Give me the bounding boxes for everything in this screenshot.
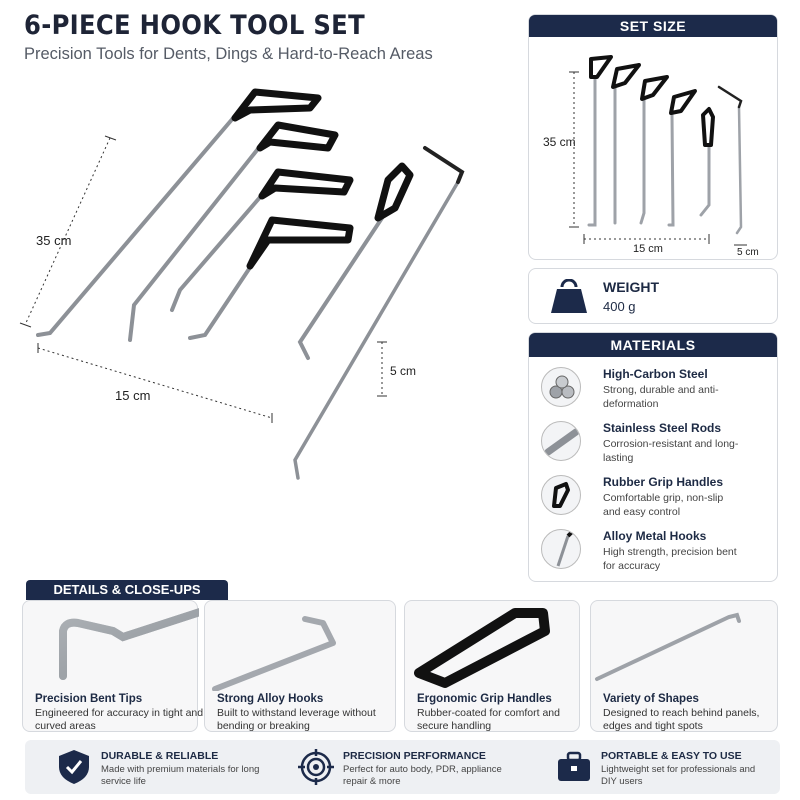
footer-item-title: DURABLE & RELIABLE: [101, 750, 219, 762]
detail-title: Precision Bent Tips: [35, 693, 143, 705]
detail-card-alloy-hooks: Strong Alloy Hooks Built to withstand le…: [204, 600, 396, 732]
feature-footer: DURABLE & RELIABLE Made with premium mat…: [25, 740, 780, 794]
detail-title: Ergonomic Grip Handles: [417, 693, 552, 705]
width-dimension-label: 15 cm: [115, 388, 151, 403]
material-desc: Strong, durable and anti-deformation: [603, 384, 719, 410]
detail-title: Variety of Shapes: [603, 693, 699, 705]
alloy-hook-closeup: [212, 616, 336, 691]
footer-item-desc: Perfect for auto body, PDR, appliance re…: [343, 764, 502, 787]
weight-icon: [551, 279, 587, 313]
tip-dimension-label: 5 cm: [390, 364, 417, 378]
detail-card-bent-tips: Precision Bent Tips Engineered for accur…: [22, 600, 203, 732]
set-size-heading: SET SIZE: [529, 15, 777, 37]
tool-5: [297, 162, 414, 360]
shapes-closeup: [595, 612, 741, 681]
set-size-tip-label: 5 cm: [737, 247, 759, 258]
bent-tip-closeup: [59, 608, 199, 680]
materials-heading: MATERIALS: [529, 333, 777, 357]
detail-card-shapes: Variety of Shapes Designed to reach behi…: [590, 600, 778, 732]
footer-item: PRECISION PERFORMANCE Perfect for auto b…: [297, 746, 527, 790]
detail-card-grip-handles: Ergonomic Grip Handles Rubber-coated for…: [404, 600, 580, 732]
tool-1: [36, 88, 322, 337]
toolbox-icon: [558, 751, 590, 781]
main-tool-illustration: [10, 80, 510, 500]
shield-check-icon: [59, 750, 89, 784]
materials-panel: MATERIALS High-Carbon Steel Strong, dura…: [528, 332, 778, 582]
hook-tools-drawing: [19, 88, 465, 480]
alloy-hook-icon: [541, 529, 581, 569]
material-item: Stainless Steel Rods Corrosion-resistant…: [541, 421, 791, 469]
material-desc: High strength, precision bent for accura…: [603, 546, 737, 572]
target-icon: [298, 749, 334, 785]
tool-2: [128, 121, 339, 342]
weight-value: 400 g: [603, 299, 636, 314]
footer-item-title: PORTABLE & EASY TO USE: [601, 750, 742, 762]
footer-item: PORTABLE & EASY TO USE Lightweight set f…: [555, 746, 775, 790]
detail-title: Strong Alloy Hooks: [217, 693, 324, 705]
tool-3: [170, 168, 354, 312]
material-item: High-Carbon Steel Strong, durable and an…: [541, 367, 791, 415]
details-heading: DETAILS & CLOSE-UPS: [26, 580, 228, 600]
material-item: Alloy Metal Hooks High strength, precisi…: [541, 529, 791, 577]
material-name: High-Carbon Steel: [603, 367, 708, 381]
tool-6: [293, 146, 465, 480]
footer-item-desc: Made with premium materials for long ser…: [101, 764, 260, 787]
detail-desc: Built to withstand leverage without bend…: [217, 707, 376, 732]
tool-4: [188, 216, 354, 340]
material-name: Alloy Metal Hooks: [603, 529, 707, 543]
detail-desc: Designed to reach behind panels, edges a…: [603, 707, 760, 732]
detail-desc: Engineered for accuracy in tight and cur…: [35, 707, 204, 732]
footer-item-desc: Lightweight set for professionals and DI…: [601, 764, 756, 787]
page-subtitle: Precision Tools for Dents, Dings & Hard-…: [24, 45, 433, 63]
grip-handle-closeup: [414, 608, 550, 688]
steel-rods-icon: [541, 367, 581, 407]
material-desc: Corrosion-resistant and long-lasting: [603, 438, 739, 464]
set-size-length-label: 35 cm: [543, 135, 576, 149]
material-desc: Comfortable grip, non-slip and easy cont…: [603, 492, 724, 518]
length-dimension-label: 35 cm: [36, 233, 72, 248]
set-size-drawing: [569, 55, 747, 246]
footer-item: DURABLE & RELIABLE Made with premium mat…: [55, 746, 275, 790]
material-item: Rubber Grip Handles Comfortable grip, no…: [541, 475, 791, 523]
page-title: 6-PIECE HOOK TOOL SET: [24, 10, 365, 41]
material-name: Rubber Grip Handles: [603, 475, 724, 489]
set-size-width-label: 15 cm: [633, 243, 663, 255]
weight-panel: WEIGHT 400 g: [528, 268, 778, 324]
weight-label: WEIGHT: [603, 279, 659, 295]
set-size-panel: SET SIZE 35 cm 15 cm 5 cm: [528, 14, 778, 260]
material-name: Stainless Steel Rods: [603, 421, 722, 435]
rubber-grip-icon: [541, 475, 581, 515]
detail-desc: Rubber-coated for comfort and secure han…: [417, 707, 560, 732]
footer-item-title: PRECISION PERFORMANCE: [343, 750, 486, 762]
steel-rod-icon: [541, 421, 581, 461]
